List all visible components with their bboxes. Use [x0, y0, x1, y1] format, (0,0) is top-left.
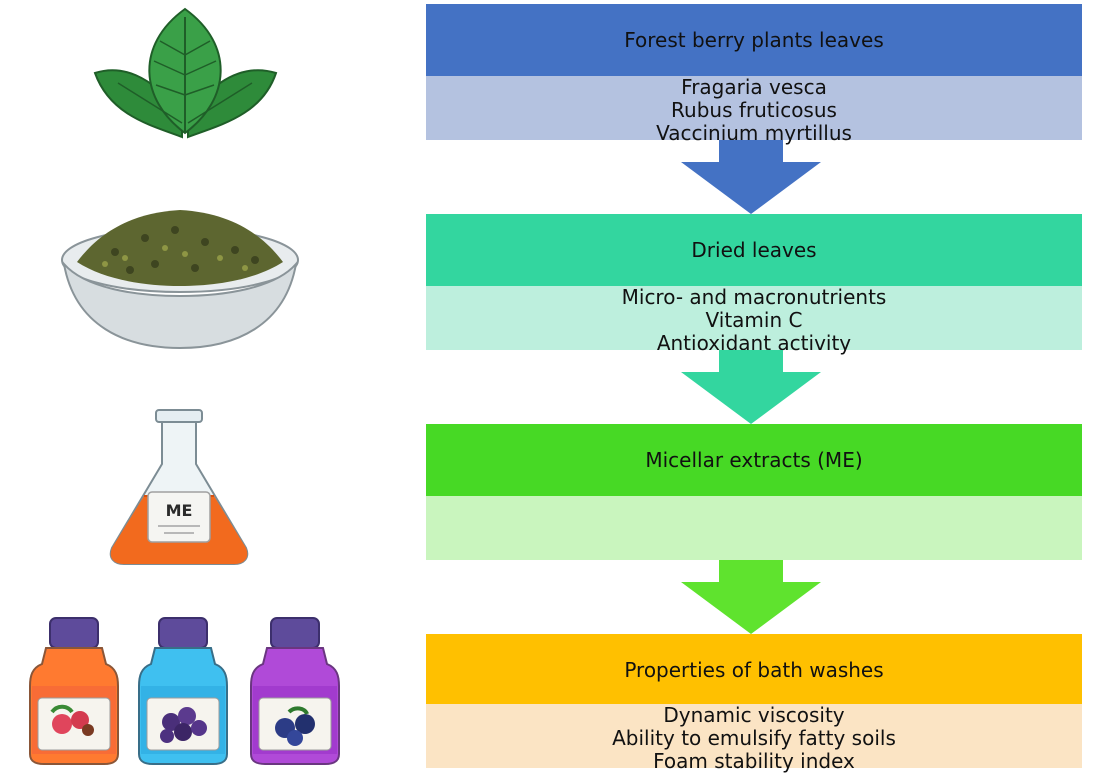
stage-2-detail-1: Micro- and macronutrients	[621, 285, 887, 309]
stage-3-details	[426, 496, 1082, 560]
down-arrow-2	[681, 350, 821, 424]
purple-bottle-icon	[250, 617, 340, 765]
stage-1-details: Fragaria vesca Rubus fruticosus Vacciniu…	[426, 75, 1082, 145]
down-arrow-1	[681, 140, 821, 214]
leaf-icon	[93, 7, 278, 139]
dried-leaves-bowl-icon	[61, 210, 299, 350]
stage-1-title: Forest berry plants leaves	[624, 28, 884, 52]
stage-2-header: Dried leaves	[426, 214, 1082, 286]
orange-bottle-icon	[29, 617, 119, 765]
stage-2-detail-3: Antioxidant activity	[656, 331, 852, 355]
down-arrow-1-shape	[681, 140, 821, 214]
stage-1-header: Forest berry plants leaves	[426, 4, 1082, 76]
stage-4-detail-2: Ability to emulsify fatty soils	[612, 726, 896, 750]
stage-4-header: Properties of bath washes	[426, 634, 1082, 706]
blue-bottle-icon	[138, 617, 228, 765]
stage-2-title: Dried leaves	[691, 238, 817, 262]
stage-2-detail-2: Vitamin C	[705, 308, 803, 332]
down-arrow-2-shape	[681, 350, 821, 424]
down-arrow-3-shape	[681, 560, 821, 634]
stage-1-detail-3: Vaccinium myrtillus	[656, 121, 852, 145]
stage-2-details: Micro- and macronutrients Vitamin C Anti…	[426, 285, 1082, 355]
down-arrow-3	[681, 560, 821, 634]
stage-1-detail-1: Fragaria vesca	[681, 75, 827, 99]
stage-3-title: Micellar extracts (ME)	[645, 448, 863, 472]
stage-4-details: Dynamic viscosity Ability to emulsify fa…	[426, 703, 1082, 773]
stage-3-header: Micellar extracts (ME)	[426, 424, 1082, 496]
stage-4-title: Properties of bath washes	[624, 658, 884, 682]
stage-4-detail-1: Dynamic viscosity	[663, 703, 845, 727]
stage-1-detail-2: Rubus fruticosus	[671, 98, 837, 122]
flask-icon: ME	[109, 409, 249, 565]
flask-label-text: ME	[166, 501, 193, 520]
stage-4-detail-3: Foam stability index	[653, 749, 855, 773]
